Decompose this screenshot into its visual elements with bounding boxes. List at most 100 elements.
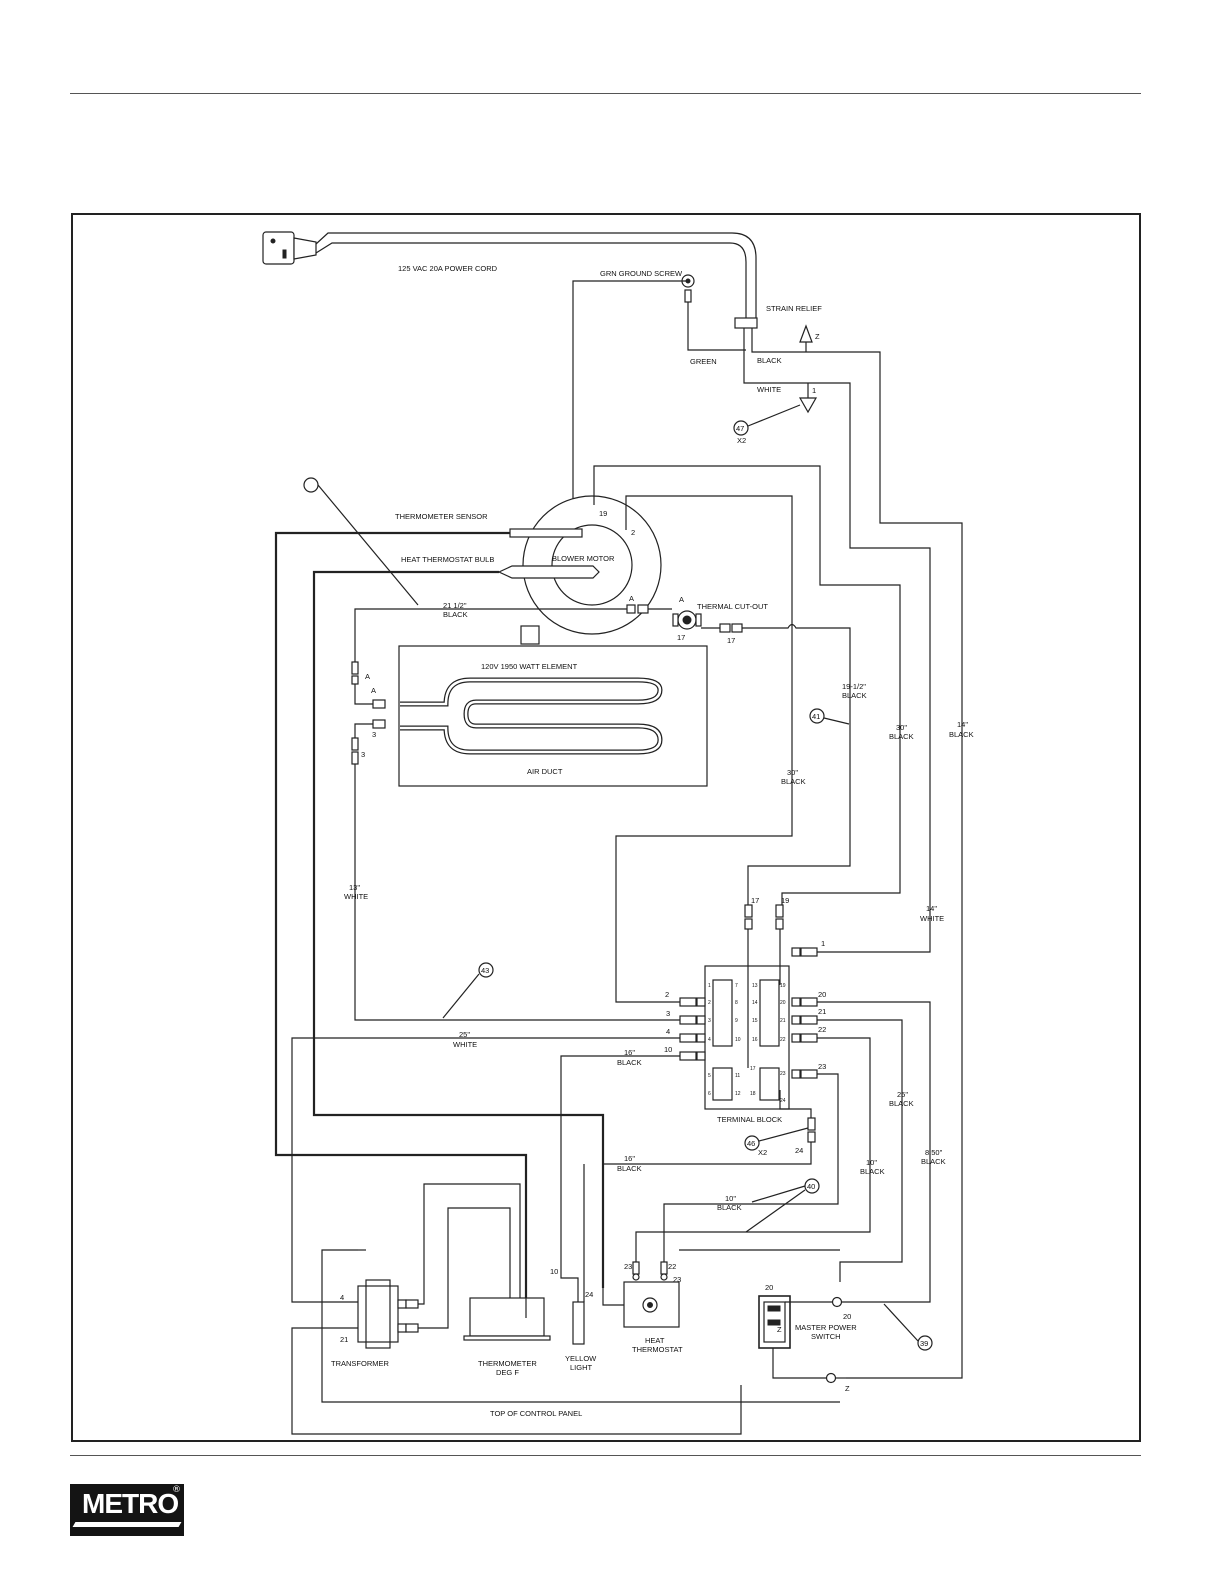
top-control-panel-label: TOP OF CONTROL PANEL <box>490 1409 582 1418</box>
master-power-switch <box>758 1295 791 1349</box>
diagram-frame <box>71 213 1141 1442</box>
n17-label-cutout: 17 <box>677 633 685 642</box>
ref-42-icon <box>303 477 319 493</box>
n24-label-light: 24 <box>585 1290 593 1299</box>
blower-motor-label: BLOWER MOTOR <box>552 554 615 563</box>
n17-label-conn: 17 <box>727 636 735 645</box>
master-switch-label-1: MASTER POWER <box>795 1323 857 1332</box>
svg-text:10: 10 <box>735 1037 741 1043</box>
metro-logo: METRO ® <box>70 1484 184 1536</box>
wire-nut-1 <box>798 397 818 414</box>
svg-text:11: 11 <box>735 1073 740 1079</box>
n21-label-tb: 21 <box>818 1007 826 1016</box>
black-label-21-5: BLACK <box>443 610 468 619</box>
wire-25a-label: 25" <box>459 1030 470 1039</box>
svg-text:18: 18 <box>750 1091 756 1097</box>
white-label-13: WHITE <box>344 892 368 901</box>
svg-text:13: 13 <box>752 983 758 989</box>
ref-43-label: 43 <box>481 966 489 975</box>
z-label-sw: Z <box>777 1325 782 1334</box>
n22-label-ht: 22 <box>668 1262 676 1271</box>
wire-nut-z <box>799 324 813 343</box>
black-label-19-5: BLACK <box>842 691 867 700</box>
ref-39-label: 39 <box>920 1339 928 1348</box>
wire-30a-label: 30" <box>787 768 798 777</box>
black-label-850: BLACK <box>921 1157 946 1166</box>
n20-label-sw: 20 <box>765 1283 773 1292</box>
terminal-block-label: TERMINAL BLOCK <box>717 1115 782 1124</box>
n21-label-tr: 21 <box>340 1335 348 1344</box>
svg-text:1: 1 <box>708 983 711 989</box>
x2-label-tb: X2 <box>758 1148 767 1157</box>
svg-text:14: 14 <box>752 1000 758 1006</box>
heat-thermostat-bulb <box>497 565 600 579</box>
motor-2-label: 2 <box>631 528 635 537</box>
n10-label-tb: 10 <box>664 1045 672 1054</box>
white-label-25a: WHITE <box>453 1040 477 1049</box>
svg-text:20: 20 <box>780 1000 786 1006</box>
black-label-16b: BLACK <box>617 1164 642 1173</box>
svg-text:5: 5 <box>708 1073 711 1079</box>
heat-bulb-label: HEAT THERMOSTAT BULB <box>401 555 494 564</box>
wire-25b-label: 25" <box>897 1090 908 1099</box>
wire-21-5-label: 21 1/2" <box>443 601 467 610</box>
transformer <box>357 1285 399 1343</box>
black-label-16a: BLACK <box>617 1058 642 1067</box>
n19-label-tb: 19 <box>781 896 789 905</box>
green-wire <box>687 302 746 351</box>
n1-label-tb: 1 <box>821 939 825 948</box>
z-label-ring: Z <box>845 1384 850 1393</box>
heat-thermostat-label-2: THERMOSTAT <box>632 1345 683 1354</box>
ref-47-icon <box>733 420 749 436</box>
logo-text: METRO <box>82 1488 179 1519</box>
svg-text:6: 6 <box>708 1091 711 1097</box>
n10-label-light: 10 <box>550 1267 558 1276</box>
wire-10b-label: 10" <box>725 1194 736 1203</box>
master-switch-label-2: SWITCH <box>811 1332 841 1341</box>
logo-plate <box>70 1484 184 1536</box>
wire-16a-label: 16" <box>624 1048 635 1057</box>
n3-label-tb: 3 <box>666 1009 670 1018</box>
n23-label-tb: 23 <box>818 1062 826 1071</box>
terminal-numbers: 1 2 3 4 7 8 9 10 13 14 15 16 19 20 21 22… <box>708 983 786 1104</box>
yellow-light-label-2: LIGHT <box>570 1363 593 1372</box>
bottom-rule <box>70 1455 1141 1456</box>
svg-text:16: 16 <box>752 1037 758 1043</box>
svg-text:12: 12 <box>735 1091 741 1097</box>
ring-terminal-z <box>825 1372 837 1384</box>
yellow-light-label-1: YELLOW <box>565 1354 597 1363</box>
svg-text:2: 2 <box>708 1000 711 1006</box>
ref-40-label: 40 <box>807 1182 815 1191</box>
ground-screw-label: GRN GROUND SCREW <box>600 269 683 278</box>
wire-13-label: 13" <box>349 883 360 892</box>
n24-label-tb: 24 <box>795 1146 803 1155</box>
n17-label-tb: 17 <box>751 896 759 905</box>
black-label-25b: BLACK <box>889 1099 914 1108</box>
a-label-2: A <box>679 595 684 604</box>
thermometer-label-2: DEG F <box>496 1368 519 1377</box>
n23-label-ht2: 23 <box>673 1275 681 1284</box>
heating-element <box>400 677 663 755</box>
svg-text:21: 21 <box>780 1018 786 1024</box>
svg-text:3: 3 <box>708 1018 711 1024</box>
wire-30b-label: 30" <box>896 723 907 732</box>
n23-label-ht: 23 <box>624 1262 632 1271</box>
svg-text:4: 4 <box>708 1037 711 1043</box>
top-rule <box>70 93 1141 94</box>
air-duct <box>398 645 708 787</box>
wire-16b-label: 16" <box>624 1154 635 1163</box>
thermometer-gauge <box>469 1297 545 1337</box>
a-label-3: A <box>365 672 370 681</box>
green-label: GREEN <box>690 357 717 366</box>
thermal-cutout <box>672 610 702 630</box>
black-label-30a: BLACK <box>781 777 806 786</box>
x2-label-top: X2 <box>737 436 746 445</box>
n3-label-2: 3 <box>361 750 365 759</box>
black-label-10b: BLACK <box>717 1203 742 1212</box>
black-label-top: BLACK <box>757 356 782 365</box>
air-duct-label: AIR DUCT <box>527 767 563 776</box>
wire-19-5-label: 19-1/2" <box>842 682 866 691</box>
black-label-14a: BLACK <box>949 730 974 739</box>
white-label-14b: WHITE <box>920 914 944 923</box>
